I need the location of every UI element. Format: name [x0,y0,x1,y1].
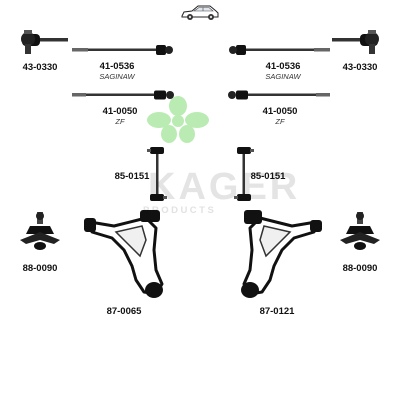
part-number-label: 85-0151 [250,171,286,182]
car-icon [181,5,219,20]
stabilizer-link-left-icon[interactable] [147,145,167,203]
inner-tie-rod-zf-left-icon[interactable] [72,89,176,101]
inner-tie-rod-saginaw-left-icon[interactable] [72,44,176,56]
part-number-label: 43-0330 [22,62,58,73]
part-note: SAGINAW [99,72,135,81]
part-number-label: 41-0536 [99,61,135,72]
ball-joint-left-icon[interactable] [20,212,60,254]
part-number-label: 41-0050 [102,106,138,117]
part-number-label: 87-0121 [259,306,295,317]
part-note: ZF [275,117,285,126]
part-note: SAGINAW [265,72,301,81]
control-arm-left-icon[interactable] [84,210,168,302]
watermark-brand: KAGER [148,166,301,208]
part-number-label: 88-0090 [342,263,378,274]
part-number-label: 87-0065 [106,306,142,317]
part-note: ZF [115,117,125,126]
inner-tie-rod-saginaw-right-icon[interactable] [226,44,330,56]
part-number-label: 85-0151 [114,171,150,182]
ball-joint-right-icon[interactable] [340,212,380,254]
control-arm-right-icon[interactable] [232,210,322,302]
clover-logo-icon [147,96,209,143]
tie-rod-end-left-icon[interactable] [12,28,70,58]
tie-rod-end-right-icon[interactable] [330,28,388,58]
inner-tie-rod-zf-right-icon[interactable] [226,89,330,101]
watermark-tagline: PRODUCTS [143,205,217,216]
part-number-label: 88-0090 [22,263,58,274]
part-number-label: 43-0330 [342,62,378,73]
part-number-label: 41-0050 [262,106,298,117]
stabilizer-link-right-icon[interactable] [234,145,254,203]
part-number-label: 41-0536 [265,61,301,72]
